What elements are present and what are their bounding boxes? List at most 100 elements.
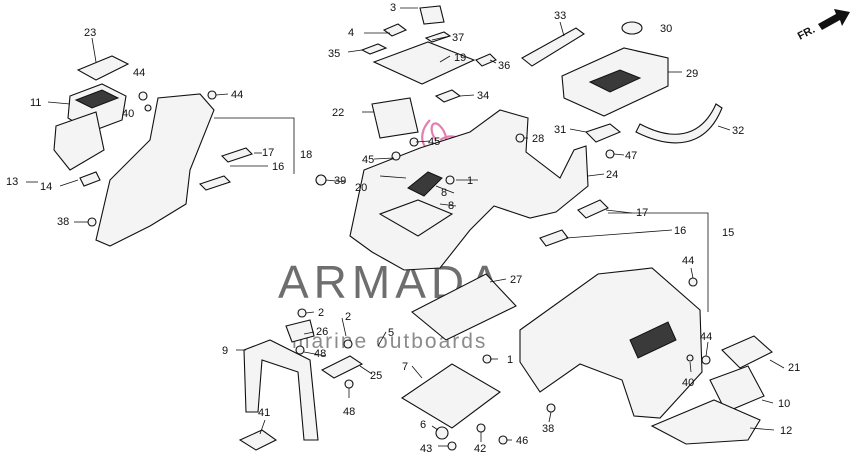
- callout-16-a: 16: [272, 161, 284, 173]
- callout-3: 3: [390, 2, 396, 14]
- fastener-2-right: [343, 339, 353, 349]
- fastener-38-left: [87, 217, 97, 227]
- leader-lines: [26, 7, 785, 447]
- callout-47: 47: [625, 150, 637, 162]
- callout-27: 27: [510, 274, 522, 286]
- callout-38-a: 38: [57, 216, 69, 228]
- callout-44-d: 44: [700, 331, 712, 343]
- part-41-bracket: [238, 429, 278, 451]
- part-18-left-panel: [95, 93, 215, 247]
- callout-9: 9: [222, 345, 228, 357]
- fastener-48-lower: [344, 379, 354, 389]
- callout-6: 6: [420, 419, 426, 431]
- callout-41: 41: [258, 407, 270, 419]
- part-13-bracket: [53, 111, 105, 171]
- callout-1-b: 1: [507, 354, 513, 366]
- part-15-right-panel: [519, 267, 703, 419]
- callout-46: 46: [516, 435, 528, 447]
- fastener-28: [515, 133, 525, 143]
- callout-37: 37: [452, 32, 464, 44]
- callout-8-a: 8: [441, 187, 447, 199]
- callout-32: 32: [732, 125, 744, 137]
- callout-36: 36: [498, 60, 510, 72]
- callout-13: 13: [6, 176, 18, 188]
- part-30-cap: [621, 21, 643, 35]
- callout-1-a: 1: [467, 175, 473, 187]
- part-34-pad: [434, 89, 462, 103]
- callout-40-a: 40: [122, 108, 134, 120]
- callout-21: 21: [788, 362, 800, 374]
- part-29-console-slot: [588, 69, 642, 93]
- part-19-lid: [372, 41, 476, 85]
- part-9-bracket: [243, 339, 319, 441]
- callout-17-a: 17: [262, 147, 274, 159]
- part-10-pocket: [709, 365, 765, 413]
- front-direction-label: FR.: [796, 24, 817, 43]
- fastener-42: [476, 423, 486, 433]
- fastener-43: [447, 441, 457, 451]
- callout-29: 29: [686, 68, 698, 80]
- part-33-strip: [521, 27, 585, 67]
- fastener-40-right: [686, 354, 694, 362]
- callout-12: 12: [780, 425, 792, 437]
- callout-18: 18: [300, 149, 312, 161]
- watermark: ARMADA marine outboards: [278, 119, 500, 353]
- callout-28: 28: [532, 133, 544, 145]
- callout-10: 10: [778, 398, 790, 410]
- callout-44-c: 44: [682, 255, 694, 267]
- fastener-48-left: [295, 345, 305, 355]
- part-26-bracket: [285, 319, 315, 343]
- part-7-box: [400, 363, 501, 429]
- part-14-clip: [79, 171, 101, 187]
- callout-2-a: 2: [318, 307, 324, 319]
- part-27-tray: [411, 273, 517, 341]
- callout-30: 30: [660, 23, 672, 35]
- front-direction-indicator: FR.: [796, 9, 850, 43]
- part-31-box: [584, 123, 622, 143]
- callout-23: 23: [84, 27, 96, 39]
- fastener-45-left: [391, 151, 401, 161]
- callout-40-b: 40: [682, 377, 694, 389]
- part-24-shifter-opening: [407, 171, 443, 197]
- part-17-pad-left: [220, 147, 254, 163]
- part-3-knob: [419, 5, 445, 25]
- part-16-pad-right: [539, 229, 569, 247]
- callout-20: 20: [355, 182, 367, 194]
- callout-4: 4: [348, 27, 354, 39]
- part-17-pad-right: [577, 199, 609, 219]
- part-36-pad: [475, 53, 497, 67]
- front-arrow-icon: [818, 9, 850, 30]
- part-11-pocket-opening: [74, 89, 120, 109]
- callout-35: 35: [328, 48, 340, 60]
- callout-44-a: 44: [133, 67, 145, 79]
- callout-43: 43: [420, 443, 432, 455]
- part-21-lid: [721, 335, 773, 369]
- callout-45-b: 45: [428, 136, 440, 148]
- callout-numbers: 23 44 44 11 40 13 14 38 17 18 16 3 4 37 …: [6, 2, 800, 455]
- fastener-39: [315, 174, 327, 186]
- fastener-2-left: [297, 308, 307, 318]
- callout-48-a: 48: [314, 348, 326, 360]
- callout-14: 14: [40, 181, 52, 193]
- callout-48-b: 48: [343, 406, 355, 418]
- callout-16-b: 16: [674, 225, 686, 237]
- part-16-pad-left: [198, 175, 232, 191]
- part-24-inner-opening: [378, 199, 454, 237]
- callout-33: 33: [554, 10, 566, 22]
- part-23-lid: [76, 55, 130, 81]
- part-4-clip: [382, 23, 408, 37]
- callout-44-b: 44: [231, 89, 243, 101]
- part-12-pocket-trim: [650, 399, 761, 445]
- callout-26: 26: [316, 326, 328, 338]
- fastener-40-left: [144, 104, 152, 112]
- fastener-44-right: [688, 277, 698, 287]
- fastener-47: [605, 149, 615, 159]
- fastener-44-upper: [207, 90, 217, 100]
- fastener-6: [435, 426, 449, 440]
- callout-22: 22: [332, 107, 344, 119]
- callout-17-b: 17: [636, 207, 648, 219]
- watermark-subtitle: marine outboards: [292, 330, 487, 353]
- part-35-pad: [360, 43, 388, 55]
- callout-39: 39: [334, 175, 346, 187]
